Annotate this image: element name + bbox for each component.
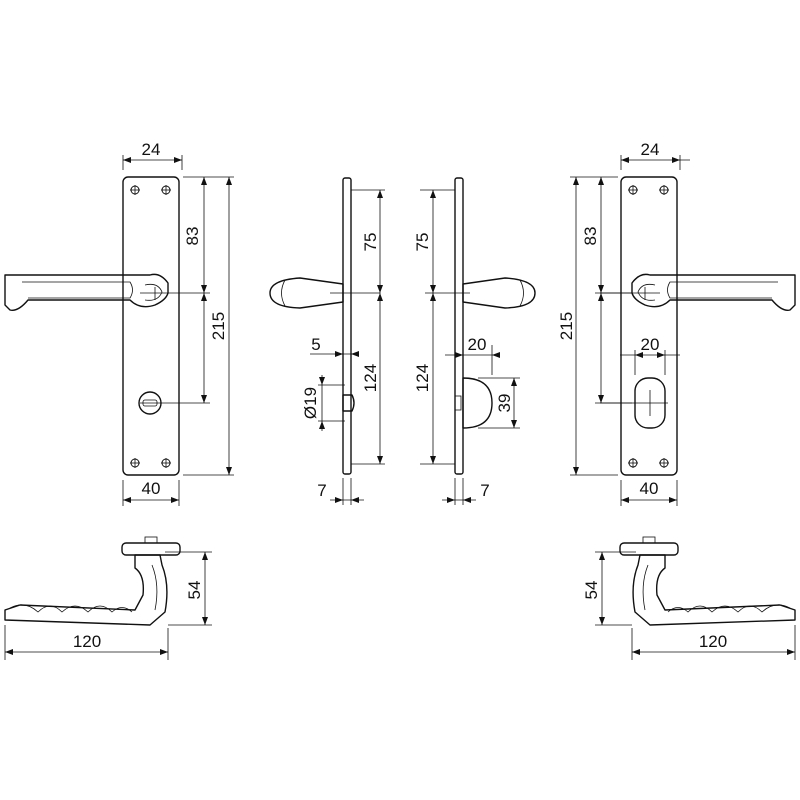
dim-side-a-offset: 5 <box>311 335 320 354</box>
side-b-lever <box>462 277 536 309</box>
side-a-rose <box>342 394 355 412</box>
dim-right-handle-height: 54 <box>582 581 601 600</box>
dim-side-a-rose-diameter: Ø19 <box>301 387 320 419</box>
top-view-left: 54 120 <box>4 536 212 660</box>
left-top-rose <box>121 542 181 556</box>
front-view-right: 24 83 215 20 40 <box>557 140 796 506</box>
dim-side-a-thickness: 7 <box>317 481 326 500</box>
left-lever <box>4 273 169 311</box>
top-view-right: 54 120 <box>582 536 796 660</box>
dim-right-handle-length: 120 <box>699 632 727 651</box>
dim-right-plate-height: 215 <box>557 312 576 340</box>
right-top-rose <box>619 542 679 556</box>
left-backplate <box>122 176 180 476</box>
dim-right-knob-width: 20 <box>641 335 660 354</box>
dim-right-spindle-from-top: 83 <box>581 227 600 246</box>
dim-side-b-thickness: 7 <box>480 481 489 500</box>
dim-left-plate-width: 24 <box>142 140 161 159</box>
front-view-left: 24 83 215 40 <box>4 140 234 506</box>
dim-right-plate-width: 24 <box>641 140 660 159</box>
side-a-lever <box>269 277 344 309</box>
side-a-plate <box>342 177 352 475</box>
left-top-lever <box>4 554 168 626</box>
right-backplate <box>620 176 678 476</box>
dim-side-a-bottom: 124 <box>361 364 380 392</box>
side-view-a: 75 124 5 Ø19 7 <box>269 177 385 505</box>
dim-left-handle-length: 120 <box>73 632 101 651</box>
right-lever <box>631 273 796 311</box>
dim-side-a-top: 75 <box>361 233 380 252</box>
dim-side-b-knob-height: 39 <box>495 394 514 413</box>
dim-left-handle-height: 54 <box>185 581 204 600</box>
side-view-b: 75 124 20 39 7 <box>413 177 536 505</box>
dim-left-plate-height: 215 <box>209 312 228 340</box>
dim-side-b-bottom: 124 <box>413 364 432 392</box>
dim-left-plate-base: 40 <box>142 479 161 498</box>
side-b-plate <box>454 177 464 475</box>
dim-left-spindle-from-top: 83 <box>183 227 202 246</box>
dim-right-plate-base: 40 <box>640 479 659 498</box>
dim-side-b-knob-projection: 20 <box>468 335 487 354</box>
right-top-lever <box>632 554 796 626</box>
dim-side-b-top: 75 <box>413 233 432 252</box>
side-b-knob <box>462 377 493 429</box>
